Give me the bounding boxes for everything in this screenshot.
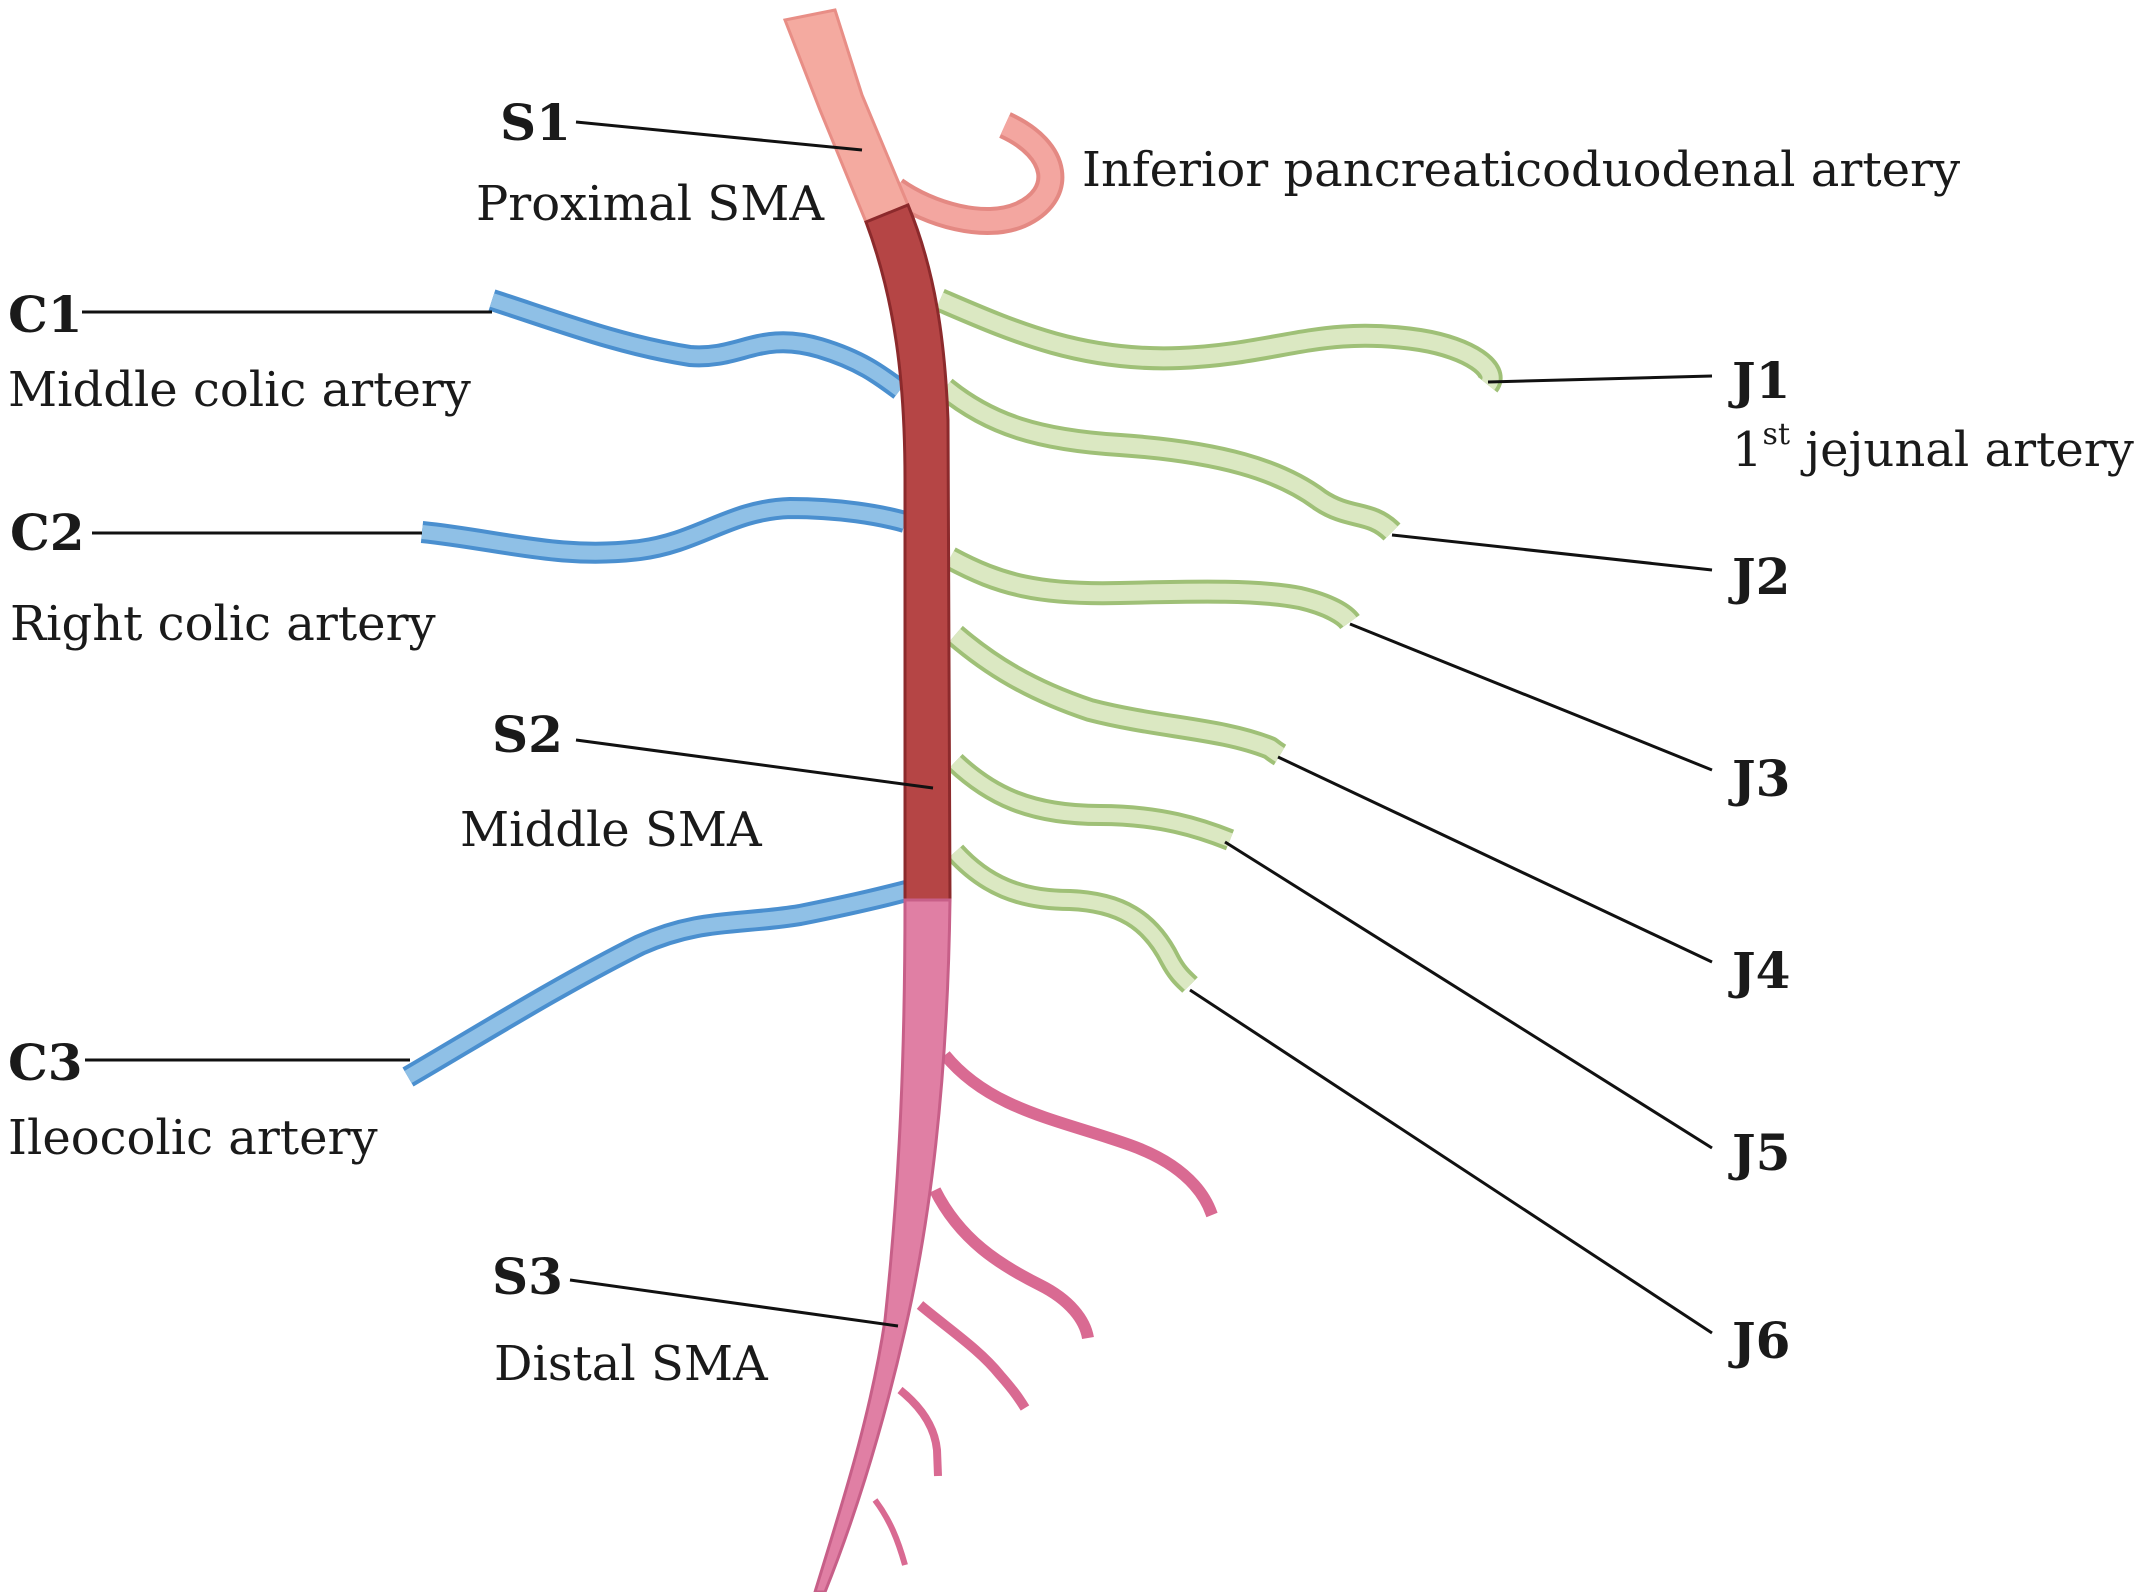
middle-sma-segment	[864, 203, 952, 902]
distal-branch-4	[897, 1386, 942, 1477]
label-c1-name: Middle colic artery	[8, 362, 471, 418]
distal-sma-branches	[872, 1051, 1218, 1566]
label-s2-code: S2	[492, 705, 563, 764]
leader-j3	[1349, 622, 1713, 772]
label-j2-code: J2	[1728, 547, 1790, 606]
label-j1-number: 1	[1732, 422, 1763, 478]
ipda-vessel	[886, 112, 1065, 235]
jejunal-branches	[935, 288, 1503, 993]
label-j4-code: J4	[1728, 941, 1790, 1000]
leader-s1	[575, 120, 863, 152]
label-j5-code: J5	[1728, 1123, 1790, 1182]
label-ipda-name: Inferior pancreaticoduodenal artery	[1082, 142, 1960, 198]
leader-s2	[575, 738, 934, 790]
label-j1-superscript: st	[1763, 417, 1790, 452]
label-s2-name: Middle SMA	[460, 802, 763, 858]
jejunal-artery-1-vessel	[935, 288, 1503, 393]
label-c2-name: Right colic artery	[10, 596, 436, 652]
jejunal-artery-5-vessel	[947, 753, 1235, 851]
leader-s3	[569, 1278, 899, 1328]
ileocolic-artery-vessel	[402, 879, 913, 1087]
middle-colic-artery-vessel	[488, 289, 907, 399]
leader-j5	[1224, 840, 1713, 1150]
label-c2-code: C2	[10, 503, 85, 562]
label-j1-code: J1	[1728, 351, 1790, 410]
right-colic-artery-vessel	[420, 497, 908, 564]
leader-j2	[1391, 533, 1713, 572]
label-s3-code: S3	[492, 1247, 563, 1306]
label-s1-name: Proximal SMA	[476, 176, 825, 232]
distal-branch-2	[929, 1187, 1094, 1340]
label-c3-code: C3	[8, 1033, 83, 1092]
colic-branches	[402, 289, 913, 1087]
leader-j1	[1487, 374, 1713, 384]
distal-sma-segment	[813, 898, 952, 1592]
label-j1-rest: jejunal artery	[1790, 422, 2134, 478]
labels: S1 Proximal SMA S2 Middle SMA S3 Distal …	[8, 93, 2134, 1392]
leader-j6	[1189, 988, 1713, 1335]
label-j1-name: 1st jejunal artery	[1732, 417, 2134, 478]
jejunal-artery-6-vessel	[946, 844, 1198, 993]
jejunal-artery-2-vessel	[937, 378, 1401, 541]
label-j3-code: J3	[1728, 749, 1790, 808]
label-c1-code: C1	[8, 285, 83, 344]
sma-trunk	[782, 8, 952, 1592]
label-c3-name: Ileocolic artery	[8, 1110, 378, 1166]
label-j6-code: J6	[1728, 1311, 1790, 1370]
jejunal-artery-4-vessel	[947, 625, 1287, 766]
jejunal-artery-3-vessel	[944, 547, 1360, 630]
distal-branch-1	[940, 1051, 1218, 1218]
distal-branch-5	[872, 1498, 908, 1566]
distal-branch-3	[916, 1301, 1030, 1411]
label-s3-name: Distal SMA	[494, 1336, 769, 1392]
leader-lines	[82, 120, 1713, 1335]
leader-j4	[1277, 755, 1713, 964]
label-s1-code: S1	[500, 93, 571, 152]
